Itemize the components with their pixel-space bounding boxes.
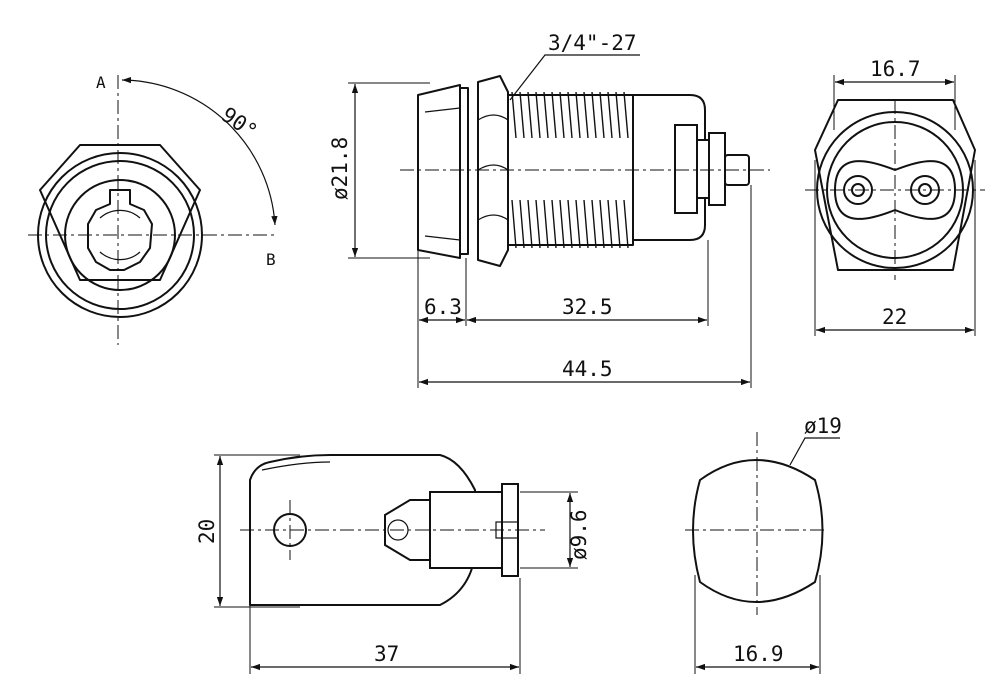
lock-side-view: 3/4"-27 ø21.8 6.3 32.5 44.5	[328, 31, 770, 388]
overall-length-label: 44.5	[562, 357, 613, 381]
key-side-view: 20 ø9.6 37	[195, 454, 591, 674]
flange	[417, 84, 461, 259]
cam-plate	[674, 124, 698, 214]
cam-nut	[708, 132, 726, 206]
flange-diameter-label: ø21.8	[328, 137, 352, 200]
key-head	[249, 454, 476, 606]
rotation-arc	[121, 76, 278, 226]
flange-edge-bottom	[424, 235, 461, 241]
key-head-diameter-label: ø19	[804, 414, 842, 438]
thread-marks-top	[511, 91, 629, 139]
key-head-width-label: 16.9	[733, 642, 784, 666]
key-height-label: 20	[195, 519, 219, 544]
key-head-edge	[261, 461, 331, 471]
hex-flats-label: 16.7	[870, 57, 921, 81]
key-length-label: 37	[374, 642, 399, 666]
key-head-end-outline	[692, 459, 824, 603]
rear-hex-outline	[814, 99, 976, 271]
thread-leader	[509, 54, 640, 101]
key-blade-label: ø9.6	[567, 509, 591, 560]
key-head-diameter-leader	[789, 437, 840, 466]
point-a-label: A	[96, 73, 106, 92]
cam-collar	[696, 139, 710, 199]
lock-rear-view: 16.7 22	[805, 57, 985, 336]
hex-corners-label: 22	[882, 305, 907, 329]
nut-faces	[477, 114, 509, 221]
side-hex-nut	[477, 75, 509, 267]
point-b-label: B	[266, 250, 276, 269]
body-length-label: 32.5	[562, 295, 613, 319]
lock-front-view: A B 90°	[28, 73, 278, 345]
keyway-outline	[87, 189, 153, 271]
flange-thickness-label: 6.3	[424, 295, 462, 319]
flange-edge-top	[424, 107, 461, 113]
thread-marks-bottom	[511, 199, 629, 249]
washer	[459, 87, 469, 255]
thread-label: 3/4"-27	[548, 31, 637, 55]
key-end-view: ø19 16.9	[685, 414, 842, 674]
angle-label: 90°	[217, 102, 262, 143]
